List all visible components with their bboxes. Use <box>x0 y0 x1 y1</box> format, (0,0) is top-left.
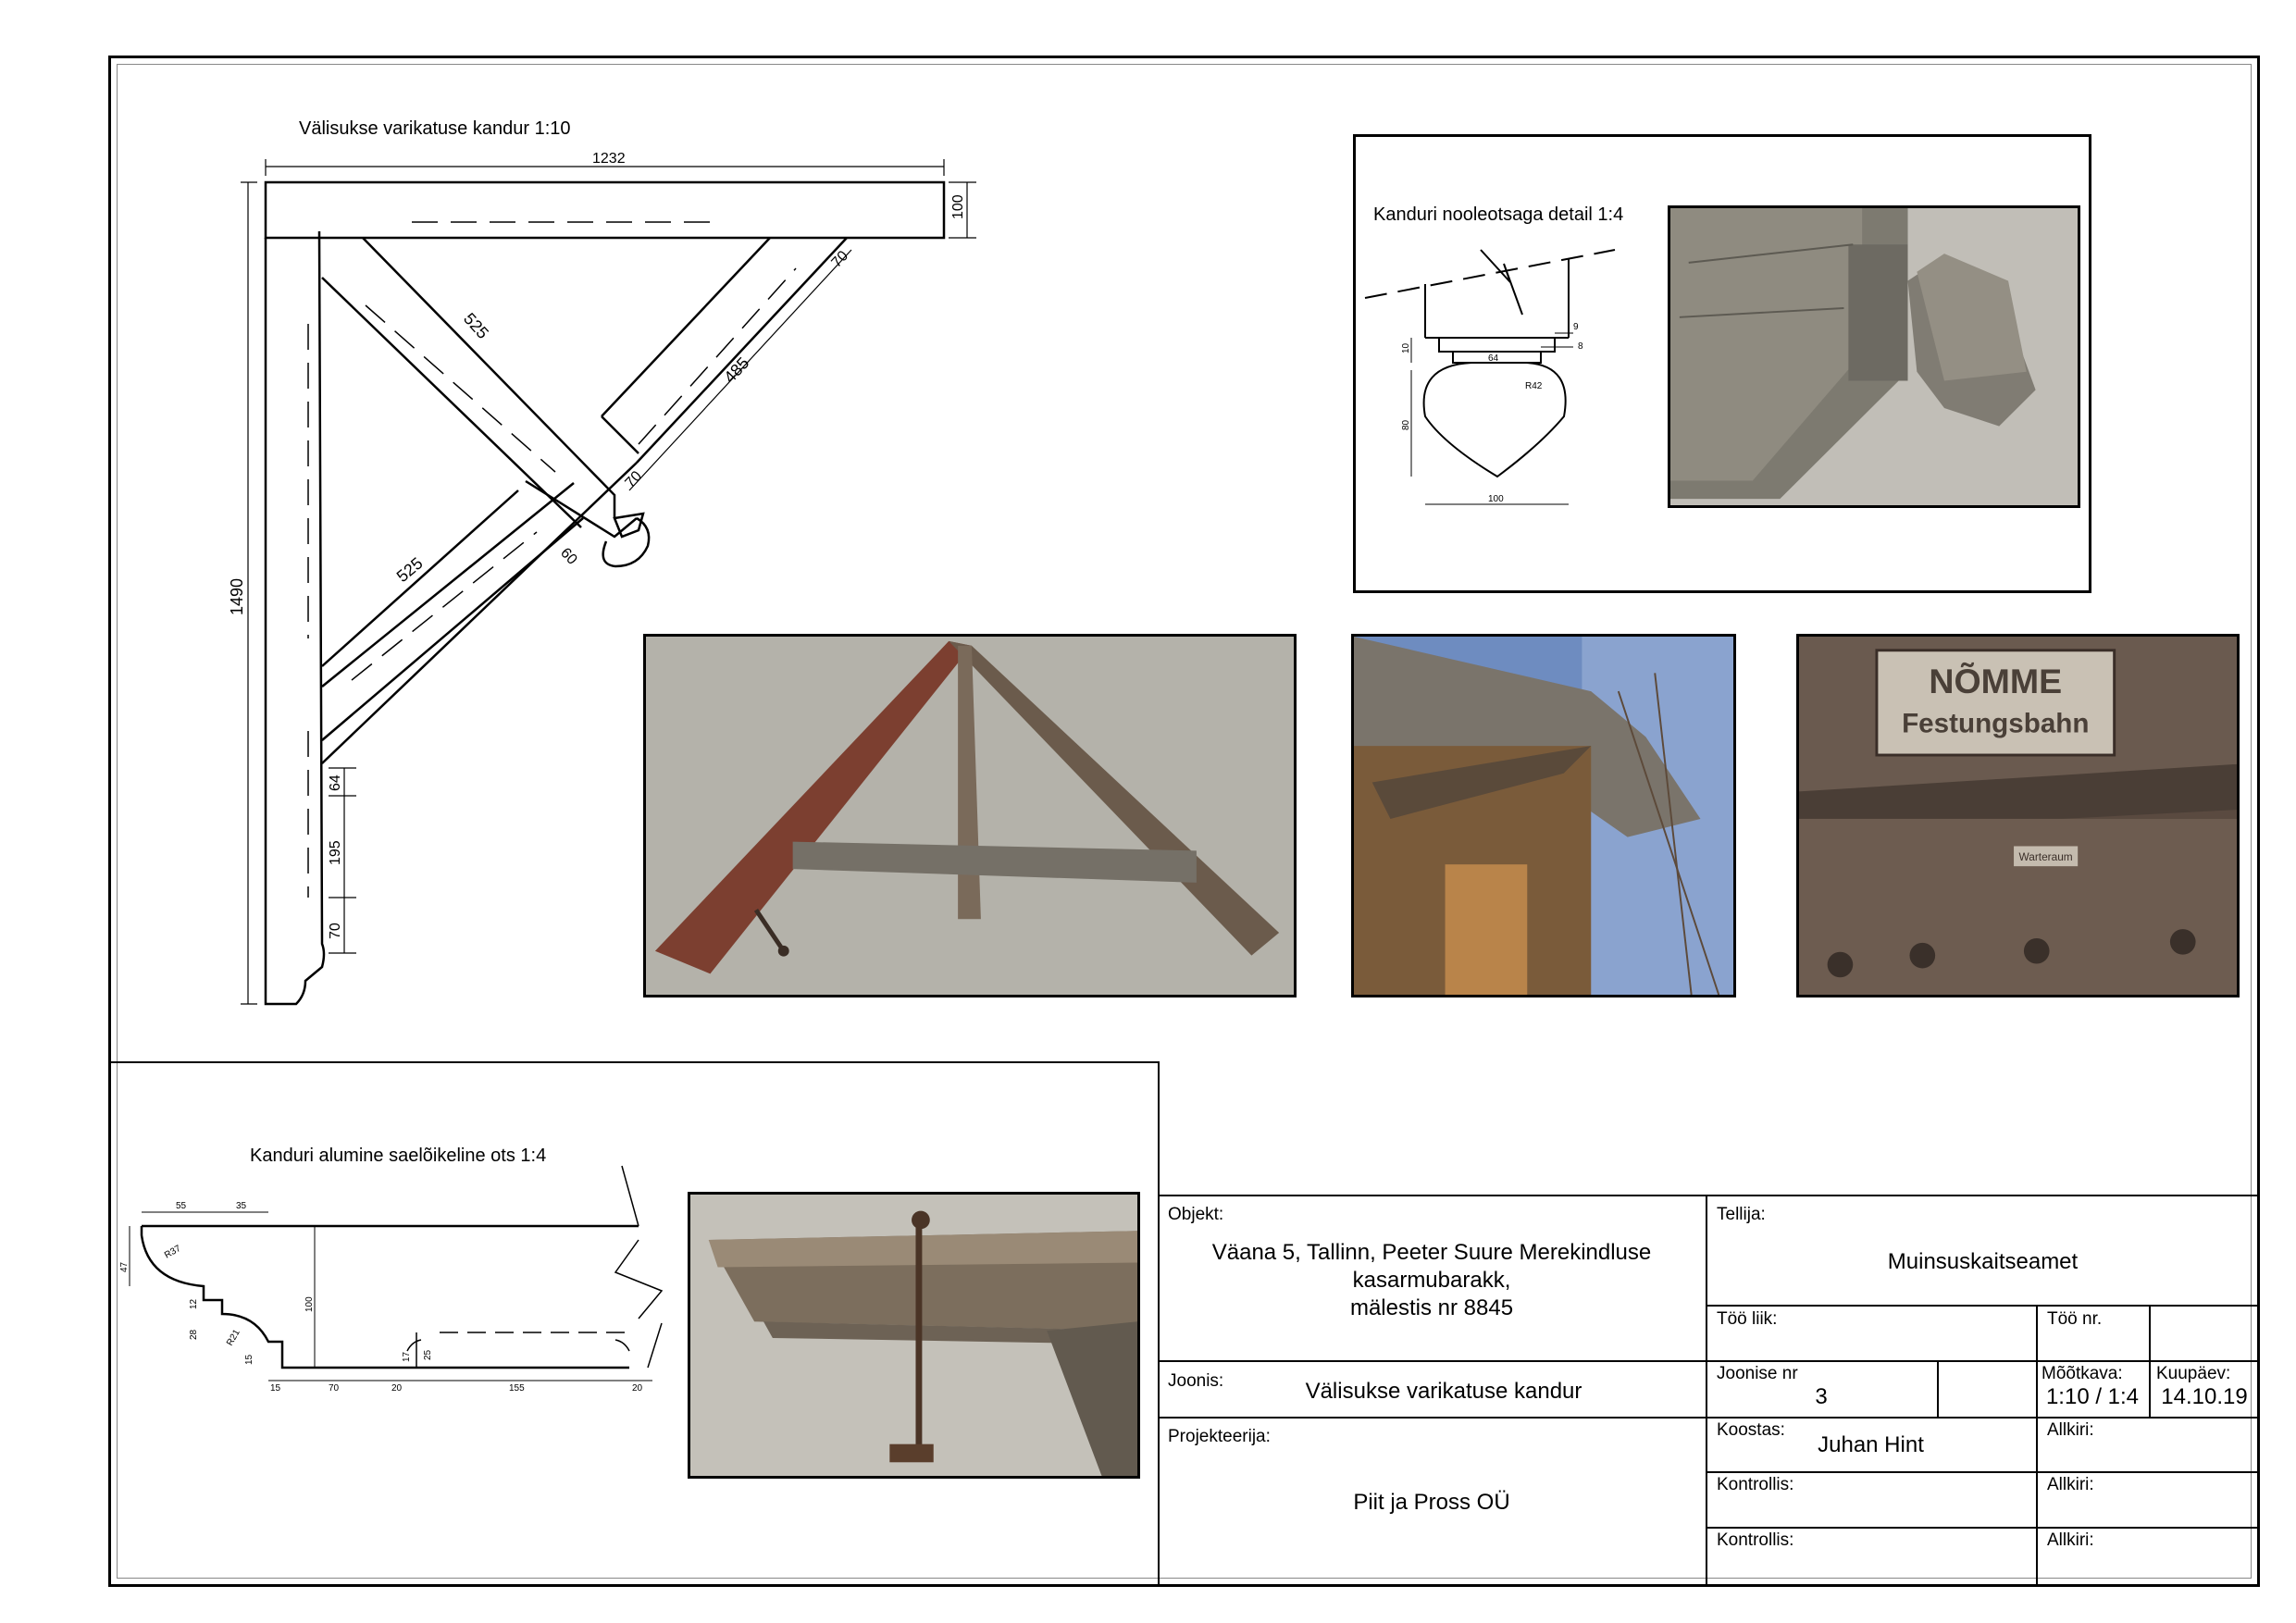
photo-canopy-building <box>1351 634 1736 997</box>
dim-64: 64 <box>328 774 343 791</box>
historic-small-sign: Warteraum <box>2019 850 2073 863</box>
bottom-dim-28: 28 <box>189 1329 199 1340</box>
top-beam <box>264 180 946 240</box>
kuupaev-label: Kuupäev: <box>2156 1364 2231 1383</box>
bottom-dim-20a: 20 <box>391 1383 403 1394</box>
bottom-dim-47: 47 <box>119 1261 130 1272</box>
dim-1490: 1490 <box>228 578 246 615</box>
bottom-dim-r37: R37 <box>163 1244 183 1261</box>
arrow-dim-9: 9 <box>1573 322 1579 332</box>
tb-line-2 <box>1706 1305 2260 1307</box>
tb-line-4 <box>1158 1417 2260 1419</box>
arrow-dim-10: 10 <box>1401 342 1411 353</box>
bottom-dim-155: 155 <box>509 1383 525 1394</box>
kuupaev-value: 14.10.19 <box>2161 1384 2248 1409</box>
dim-60: 60 <box>557 545 580 568</box>
tb-vline-4 <box>2149 1305 2151 1417</box>
tb-vline-3 <box>1937 1360 1939 1417</box>
main-bracket-drawing: 1232 100 1490 525 525 485 70 70 60 64 19… <box>228 151 976 1006</box>
bottom-dim-100: 100 <box>304 1296 315 1312</box>
photo-bracket-on-floor <box>643 634 1297 997</box>
tellija-label: Tellija: <box>1717 1205 1766 1224</box>
bottom-dim-25: 25 <box>423 1349 433 1360</box>
dim-70-c: 70 <box>328 923 343 939</box>
objekt-label: Objekt: <box>1168 1205 1224 1224</box>
tb-line-5 <box>1706 1471 2260 1473</box>
tellija-value: Muinsuskaitseamet <box>1887 1249 2079 1274</box>
allkiri1-label: Allkiri: <box>2047 1420 2094 1440</box>
arrow-detail-title: Kanduri nooleotsaga detail 1:4 <box>1373 204 1624 225</box>
objekt-line2: kasarmubarakk, <box>1352 1268 1511 1293</box>
projekteerija-value: Piit ja Pross OÜ <box>1353 1490 1510 1515</box>
historic-sign-line1: NÕMME <box>1929 662 2062 700</box>
bottom-section-divider <box>108 1061 1160 1063</box>
arrow-detail-box <box>1353 134 2091 593</box>
bottom-dim-15: 15 <box>270 1383 281 1394</box>
arrow-dim-8: 8 <box>1578 341 1583 352</box>
bottom-dim-70: 70 <box>329 1383 340 1394</box>
joonise-nr-label: Joonise nr <box>1717 1364 1798 1383</box>
sheet-inner-frame <box>117 64 2252 1579</box>
joonis-value: Välisukse varikatuse kandur <box>1305 1379 1582 1404</box>
bottom-detail-drawing: 55 35 47 R37 12 28 R21 15 100 17 25 15 7… <box>119 1165 664 1394</box>
allkiri3-label: Allkiri: <box>2047 1530 2094 1550</box>
bottom-dim-r21: R21 <box>225 1328 242 1348</box>
dim-485: 485 <box>720 353 752 387</box>
historic-sign-line2: Festungsbahn <box>1902 708 2089 738</box>
tb-line-top <box>1158 1195 2260 1196</box>
joonise-nr-value: 3 <box>1815 1384 1828 1409</box>
tb-vline-2 <box>2036 1305 2038 1587</box>
bottom-dim-15v: 15 <box>244 1354 254 1365</box>
dim-525-upper: 525 <box>460 309 492 342</box>
objekt-line1: Väana 5, Tallinn, Peeter Suure Merekindl… <box>1211 1240 1652 1265</box>
bottom-section-vertical-divider <box>1158 1061 1160 1587</box>
tb-vline-1 <box>1706 1195 1707 1587</box>
kontrollis1-label: Kontrollis: <box>1717 1475 1794 1494</box>
bottom-dim-12: 12 <box>189 1298 199 1309</box>
arrow-dim-100: 100 <box>1488 494 1504 504</box>
dim-195: 195 <box>328 840 343 865</box>
bottom-dim-17: 17 <box>402 1351 412 1362</box>
mootkava-value: 1:10 / 1:4 <box>2045 1384 2140 1409</box>
bottom-dim-55: 55 <box>176 1201 187 1211</box>
dim-525-lower: 525 <box>393 553 427 586</box>
vertical-post <box>264 230 326 1006</box>
koostas-label: Koostas: <box>1717 1420 1785 1440</box>
bottom-dim-20b: 20 <box>632 1383 643 1394</box>
arrow-detail-drawing: 9 8 10 64 R42 80 100 <box>1364 249 1616 505</box>
sheet-frame <box>108 56 2260 1587</box>
arrow-dim-r42: R42 <box>1525 381 1543 391</box>
kontrollis2-label: Kontrollis: <box>1717 1530 1794 1550</box>
projekteerija-label: Projekteerija: <box>1168 1427 1271 1446</box>
photo-bracket-end <box>688 1192 1140 1479</box>
tb-line-3 <box>1158 1360 2260 1362</box>
arrow-dim-80: 80 <box>1401 419 1411 430</box>
photo-historic-station: NÕMME Festungsbahn Warteraum <box>1796 634 2240 997</box>
bottom-dim-35: 35 <box>236 1201 247 1211</box>
main-drawing-title: Välisukse varikatuse kandur 1:10 <box>299 118 571 139</box>
too-liik-label: Töö liik: <box>1717 1309 1778 1329</box>
bottom-detail-title: Kanduri alumine saelõikeline ots 1:4 <box>250 1146 547 1166</box>
dim-70-a: 70 <box>828 248 851 271</box>
joonis-label: Joonis: <box>1168 1371 1224 1391</box>
dim-1232: 1232 <box>592 151 626 167</box>
tb-line-6 <box>1706 1527 2260 1529</box>
dim-100: 100 <box>950 194 966 219</box>
too-nr-label: Töö nr. <box>2047 1309 2103 1329</box>
arrow-dim-64: 64 <box>1488 353 1499 364</box>
koostas-value: Juhan Hint <box>1818 1432 1924 1457</box>
allkiri2-label: Allkiri: <box>2047 1475 2094 1494</box>
mootkava-label: Mõõtkava: <box>2042 1364 2123 1383</box>
objekt-line3: mälestis nr 8845 <box>1349 1295 1514 1320</box>
photo-arrow-tip <box>1668 205 2080 508</box>
